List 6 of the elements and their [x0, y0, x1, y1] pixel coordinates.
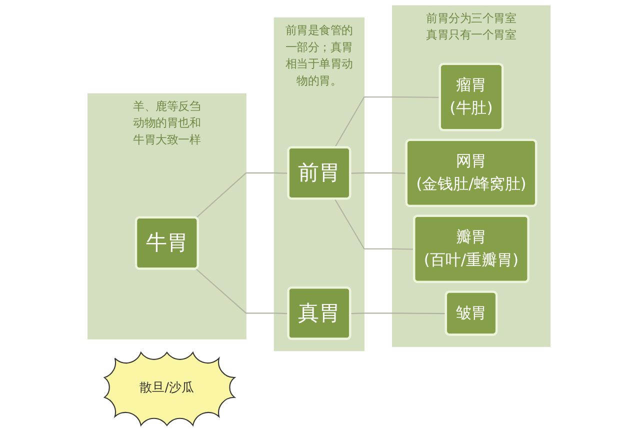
- connector: [350, 172, 407, 174]
- connector: [350, 312, 446, 314]
- connector: [196, 268, 289, 314]
- connector: [334, 96, 440, 148]
- connector: [334, 198, 414, 250]
- connector: [196, 172, 289, 218]
